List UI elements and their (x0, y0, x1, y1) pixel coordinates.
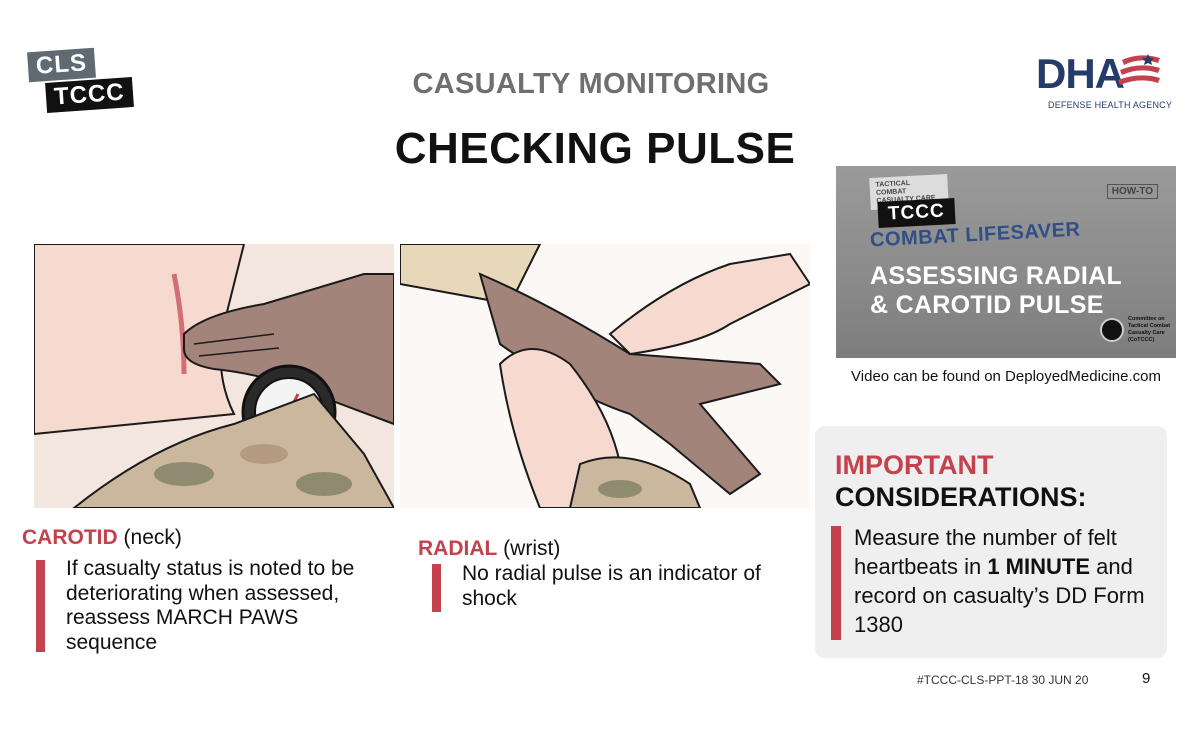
neck-check-drawing (34, 244, 394, 508)
radial-accent-bar (432, 564, 441, 612)
video-title-line2: & CAROTID PULSE (870, 291, 1104, 319)
important-text: Measure the number of felt heartbeats in… (854, 523, 1164, 639)
page-title: CHECKING PULSE (394, 124, 796, 173)
video-title-line1: ASSESSING RADIAL (870, 262, 1123, 290)
important-heading: IMPORTANT (835, 450, 994, 480)
carotid-label: CAROTID (22, 526, 118, 549)
flag-stripes-icon (1118, 54, 1160, 85)
radial-label: RADIAL (418, 537, 498, 560)
dha-letters: DHA (1036, 50, 1125, 97)
radial-qualifier: (wrist) (503, 537, 561, 560)
video-badge: TCCC (877, 198, 956, 228)
wrist-check-drawing (400, 244, 810, 508)
important-panel: IMPORTANT CONSIDERATIONS: Measure the nu… (815, 426, 1167, 658)
radial-pulse-illustration (400, 244, 810, 508)
carotid-caption: CAROTID (neck) (22, 526, 182, 550)
important-text-after: and record on casualty’s DD Form 1380 (854, 554, 1145, 637)
considerations-colon: : (1077, 482, 1087, 512)
carotid-accent-bar (36, 560, 45, 652)
considerations-heading: CONSIDERATIONS: (835, 482, 1087, 513)
cotccc-seal-icon (1100, 318, 1124, 342)
video-caption: Video can be found on DeployedMedicine.c… (851, 368, 1161, 385)
section-subtitle: CASUALTY MONITORING (412, 68, 770, 100)
important-text-before: Measure the number of felt heartbeats in (854, 525, 1117, 579)
carotid-pulse-illustration (34, 244, 394, 508)
radial-note: No radial pulse is an indicator of shock (462, 562, 761, 610)
video-title: ASSESSING RADIAL & CAROTID PULSE (870, 262, 1122, 320)
considerations-word: CONSIDERATIONS (835, 482, 1078, 512)
page-number: 9 (1142, 670, 1151, 687)
video-howto-label: HOW-TO (1106, 184, 1158, 199)
dha-subtitle: DEFENSE HEALTH AGENCY (1048, 100, 1173, 110)
document-id: #TCCC-CLS-PPT-18 30 JUN 20 (917, 673, 1089, 687)
important-accent-bar (831, 526, 841, 640)
radial-caption: RADIAL (wrist) (418, 537, 560, 561)
video-thumbnail[interactable]: TACTICAL COMBAT CASUALTY CARE TCCC HOW-T… (836, 166, 1176, 358)
dha-logo: DHA DEFENSE HEALTH AGENCY (1030, 50, 1173, 120)
carotid-note: If casualty status is noted to be deteri… (66, 557, 355, 654)
video-org: Committee on Tactical Combat Casualty Ca… (1128, 316, 1171, 343)
important-text-bold: 1 MINUTE (987, 554, 1090, 579)
carotid-qualifier: (neck) (123, 526, 182, 549)
